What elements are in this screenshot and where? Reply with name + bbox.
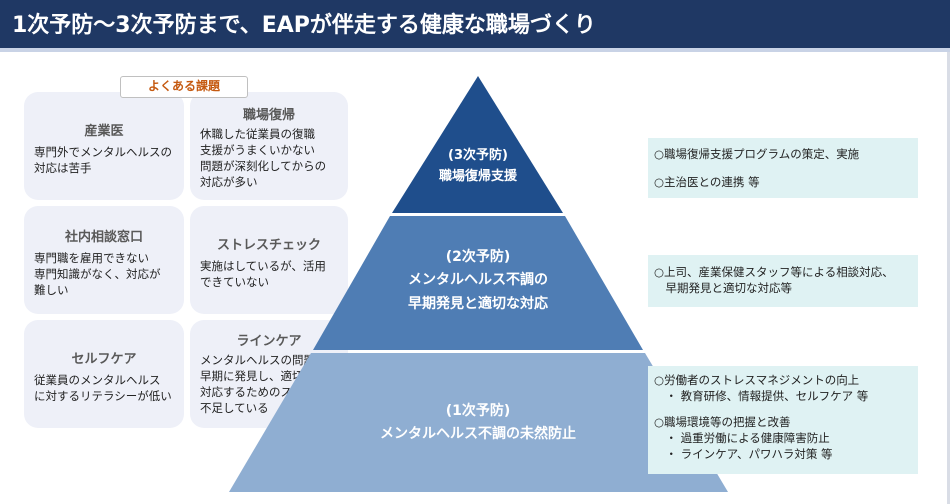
issue-card-stress-check: ストレスチェック 実施はしているが、活用 できていない — [190, 206, 348, 314]
issue-card-occupational-physician: 産業医 専門外でメンタルヘルスの 対応は苦手 — [24, 92, 184, 200]
card-title: 社内相談窓口 — [64, 230, 143, 245]
issue-card-self-care: セルフケア 従業員のメンタルヘルス に対するリテラシーが低い — [24, 320, 184, 428]
card-body: 専門職を雇用できない 専門知識がなく、対応が 難しい — [34, 250, 176, 298]
card-title: 職場復帰 — [242, 108, 295, 123]
tier-primary-label: (1次予防) メンタルヘルス不調の未然防止 — [318, 400, 638, 446]
measure-line: ○労働者のストレスマネジメントの向上 — [654, 373, 860, 387]
card-title: ストレスチェック — [216, 238, 321, 253]
right-edge-bar — [947, 52, 950, 504]
card-body: 休職した従業員の復職 支援がうまくいかない 問題が深刻化してからの 対応が多い — [200, 126, 340, 190]
common-issues-label: よくある課題 — [120, 76, 248, 98]
card-body: 実施はしているが、活用 できていない — [200, 258, 340, 290]
tier-line: メンタルヘルス不調の — [408, 272, 548, 288]
measure-line: ○職場復帰支援プログラムの策定、実施 — [654, 147, 860, 161]
card-title: ラインケア — [236, 334, 302, 349]
measure-box-tertiary: ○職場復帰支援プログラムの策定、実施 ○主治医との連携 等 — [648, 138, 918, 198]
measure-line: ○主治医との連携 等 — [654, 175, 760, 189]
tier-secondary-label: (2次予防) メンタルヘルス不調の 早期発見と適切な対応 — [358, 246, 598, 316]
measure-line: ・ 過重労働による健康障害防止 — [654, 431, 830, 445]
measure-box-secondary: ○上司、産業保健スタッフ等による相談対応、 早期発見と適切な対応等 — [648, 255, 918, 307]
card-line: に対するリテラシーが低い — [34, 389, 172, 403]
pyramid-tier-secondary — [313, 216, 643, 350]
card-line: メンタルヘルスの問題を — [200, 353, 327, 367]
pyramid-tier-primary — [229, 353, 728, 492]
card-line: 専門職を雇用できない — [34, 251, 149, 265]
card-title: セルフケア — [71, 352, 137, 367]
card-line: 不足している — [200, 401, 269, 415]
card-title: 産業医 — [84, 124, 124, 139]
card-line: 専門外でメンタルヘルスの — [34, 145, 172, 159]
measure-line: 早期発見と適切な対応等 — [654, 281, 792, 295]
measure-box-primary: ○労働者のストレスマネジメントの向上 ・ 教育研修、情報提供、セルフケア 等 ○… — [648, 366, 918, 474]
measure-line: ・ 教育研修、情報提供、セルフケア 等 — [654, 389, 869, 403]
card-line: 難しい — [34, 283, 69, 297]
measure-line: ・ ラインケア、パワハラ対策 等 — [654, 447, 833, 461]
header-divider — [0, 48, 950, 52]
measure-line: ○上司、産業保健スタッフ等による相談対応、 — [654, 265, 894, 279]
card-line: 休職した従業員の復職 — [200, 127, 315, 141]
card-line: 従業員のメンタルヘルス — [34, 373, 161, 387]
card-line: 対応が多い — [200, 175, 258, 189]
card-line: できていない — [200, 275, 269, 289]
card-line: 対応は苦手 — [34, 161, 92, 175]
card-line: 問題が深刻化してからの — [200, 159, 327, 173]
page-title: 1次予防～3次予防まで、EAPが伴走する健康な職場づくり — [12, 13, 596, 38]
card-body: 従業員のメンタルヘルス に対するリテラシーが低い — [34, 372, 176, 404]
tier-level: (1次予防) — [445, 403, 511, 419]
card-body: 専門外でメンタルヘルスの 対応は苦手 — [34, 144, 176, 176]
measure-line: ○職場環境等の把握と改善 — [654, 415, 791, 429]
card-line: 専門知識がなく、対応が — [34, 267, 161, 281]
pyramid-tier-tertiary — [392, 76, 563, 213]
tier-line: 職場復帰支援 — [438, 169, 517, 184]
tier-tertiary-label: (3次予防) 職場復帰支援 — [398, 146, 558, 188]
title-bar: 1次予防～3次予防まで、EAPが伴走する健康な職場づくり — [0, 0, 950, 48]
tier-level: (2次予防) — [445, 249, 511, 265]
card-line: 実施はしているが、活用 — [200, 259, 326, 273]
tier-line: メンタルヘルス不調の未然防止 — [380, 426, 576, 442]
card-line: 早期に発見し、適切に — [200, 369, 315, 383]
card-line: 支援がうまくいかない — [200, 143, 315, 157]
tier-level: (3次予防) — [448, 148, 508, 163]
issue-card-return-to-work: 職場復帰 休職した従業員の復職 支援がうまくいかない 問題が深刻化してからの 対… — [190, 92, 348, 200]
tier-line: 早期発見と適切な対応 — [408, 296, 548, 312]
issue-card-internal-consultation: 社内相談窓口 専門職を雇用できない 専門知識がなく、対応が 難しい — [24, 206, 184, 314]
